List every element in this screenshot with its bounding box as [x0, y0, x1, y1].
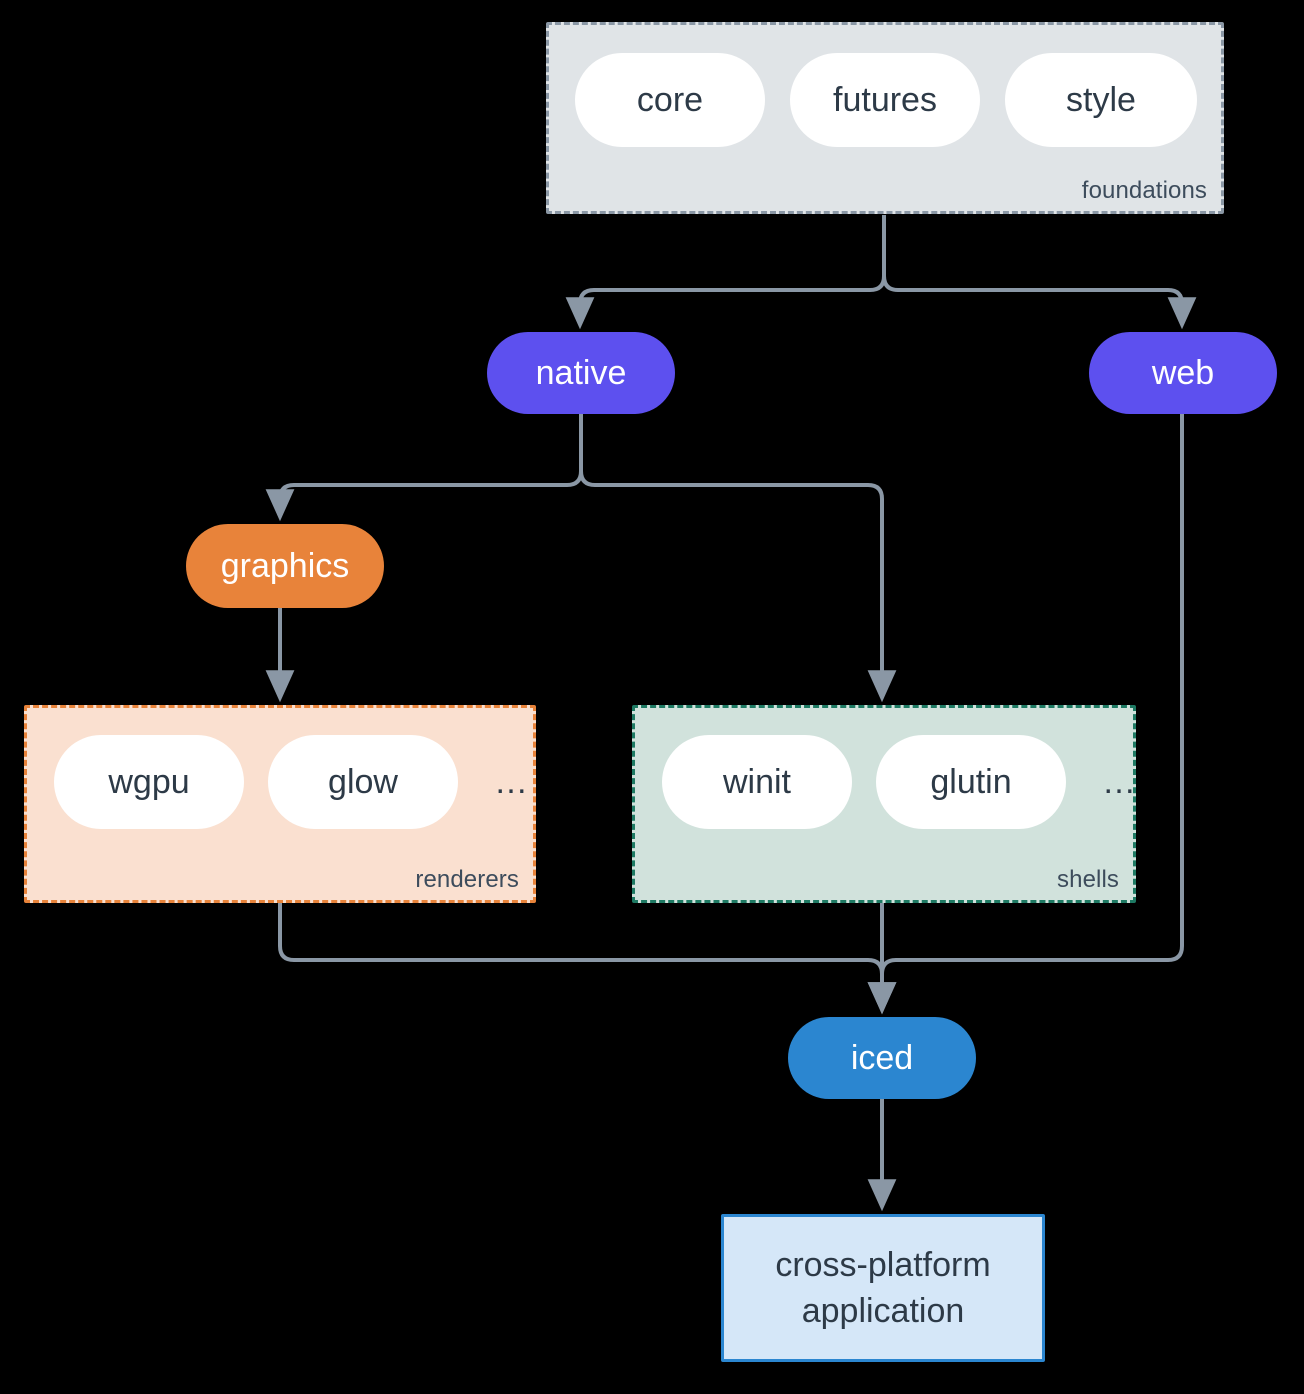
pill-futures[interactable]: futures [790, 53, 980, 147]
edge-native-shells [579, 414, 897, 703]
node-graphics[interactable]: graphics [186, 524, 384, 608]
shells-more-ellipsis: … [1102, 763, 1138, 801]
pill-core[interactable]: core [575, 53, 765, 147]
pill-style[interactable]: style [1005, 53, 1197, 147]
edge-native-graphics [265, 414, 583, 522]
group-renderers: wgpu glow … renderers [24, 705, 536, 903]
pill-glutin[interactable]: glutin [876, 735, 1066, 829]
edge-foundations-native [565, 215, 886, 330]
group-shells: winit glutin … shells [632, 705, 1136, 903]
node-iced[interactable]: iced [788, 1017, 976, 1099]
application-line-2: application [801, 1292, 965, 1330]
group-label-shells: shells [1057, 866, 1119, 893]
node-native[interactable]: native [487, 332, 675, 414]
group-label-foundations: foundations [1081, 177, 1207, 204]
foundations-pill-row: core futures style [549, 53, 1247, 147]
pill-glow[interactable]: glow [268, 735, 458, 829]
group-label-renderers: renderers [415, 866, 519, 893]
shells-pill-row: winit glutin … [635, 735, 1160, 829]
renderers-pill-row: wgpu glow … [27, 735, 560, 829]
application-line-1: cross-platform [775, 1246, 991, 1284]
edge-renderers-iced [278, 903, 897, 1015]
pill-winit[interactable]: winit [662, 735, 852, 829]
renderers-more-ellipsis: … [494, 763, 530, 801]
group-foundations: core futures style foundations [546, 22, 1224, 214]
node-web[interactable]: web [1089, 332, 1277, 414]
pill-wgpu[interactable]: wgpu [54, 735, 244, 829]
edge-foundations-web [882, 215, 1197, 330]
node-cross-platform-application[interactable]: cross-platform application [721, 1214, 1045, 1362]
